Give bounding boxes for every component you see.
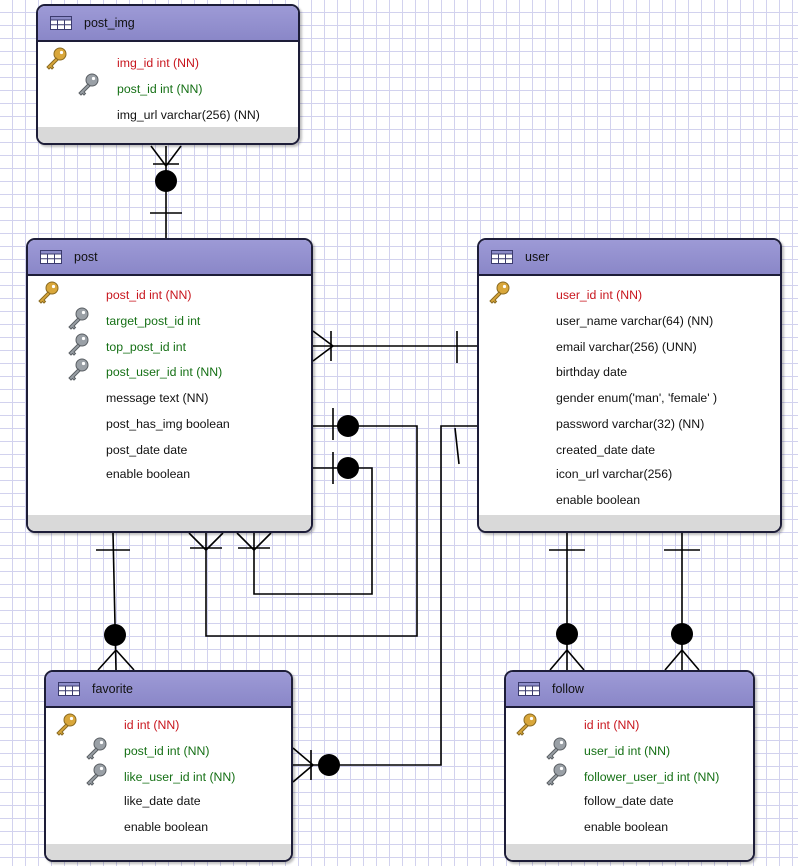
column-user-id[interactable]: user_id int (NN) [556, 288, 643, 302]
gray-key-icon [546, 737, 567, 760]
rel-post-favorite-crowfoot-right [115, 649, 135, 671]
rel-post-top-dot [337, 457, 359, 479]
table-footer [28, 515, 311, 531]
column-email[interactable]: email varchar(256) (UNN) [556, 340, 697, 354]
rel-user-follow-crowfoot-right [566, 649, 585, 671]
rel-user-favorite-one-bar [454, 427, 460, 465]
rel-user-follower-crowfoot-right [681, 649, 700, 671]
table-title: post_img [84, 16, 135, 30]
column-post-has-img[interactable]: post_has_img boolean [106, 417, 230, 431]
gray-key-icon [68, 307, 89, 330]
rel-user-post-crowfoot-bottom [312, 345, 334, 362]
rel-user-favorite-crowfoot-bottom [292, 764, 314, 783]
gold-key-icon [38, 281, 59, 304]
rel-post-top-crowfoot-left [236, 532, 255, 551]
table-header[interactable]: follow [506, 672, 753, 708]
column-post-id[interactable]: post_id int (NN) [124, 744, 210, 758]
table-follow[interactable]: follow id int (NN) user_id int (NN) foll… [504, 670, 755, 862]
rel-user-follower-dot [671, 623, 693, 645]
table-post[interactable]: post post_id int (NN) target_post_id int… [26, 238, 313, 533]
table-title: user [525, 250, 550, 264]
gray-key-icon [86, 737, 107, 760]
column-gender[interactable]: gender enum('man', 'female' ) [556, 391, 718, 405]
gray-key-icon [78, 73, 99, 96]
column-id[interactable]: id int (NN) [584, 718, 640, 732]
column-post-date[interactable]: post_date date [106, 443, 188, 457]
column-birthday[interactable]: birthday date [556, 365, 628, 379]
table-header[interactable]: post [28, 240, 311, 276]
column-icon-url[interactable]: icon_url varchar(256) [556, 467, 673, 481]
gray-key-icon [68, 358, 89, 381]
column-post-id[interactable]: post_id int (NN) [117, 82, 203, 96]
column-enable[interactable]: enable boolean [584, 820, 669, 834]
table-title: post [74, 250, 98, 264]
column-post-id[interactable]: post_id int (NN) [106, 288, 192, 302]
column-enable[interactable]: enable boolean [124, 820, 209, 834]
table-icon [40, 250, 62, 264]
column-like-date[interactable]: like_date date [124, 794, 201, 808]
gold-key-icon [489, 281, 510, 304]
rel-post-target-dot [337, 415, 359, 437]
column-follow-date[interactable]: follow_date date [584, 794, 674, 808]
column-user-id[interactable]: user_id int (NN) [584, 744, 671, 758]
gray-key-icon [86, 763, 107, 786]
table-icon [518, 682, 540, 696]
table-header[interactable]: favorite [46, 672, 291, 708]
table-footer [38, 127, 298, 143]
table-header[interactable]: user [479, 240, 780, 276]
column-password[interactable]: password varchar(32) (NN) [556, 417, 705, 431]
column-like-user-id[interactable]: like_user_id int (NN) [124, 770, 236, 784]
rel-user-favorite-crowfoot-top [292, 747, 314, 766]
column-post-user-id[interactable]: post_user_id int (NN) [106, 365, 223, 379]
rel-user-favorite-line [293, 425, 477, 766]
gray-key-icon [546, 763, 567, 786]
rel-post-favorite-dot [104, 624, 126, 646]
table-footer [479, 515, 780, 531]
rel-user-follower-crowfoot-left [664, 649, 683, 671]
column-user-name[interactable]: user_name varchar(64) (NN) [556, 314, 714, 328]
gold-key-icon [46, 47, 67, 70]
column-message[interactable]: message text (NN) [106, 391, 209, 405]
table-title: follow [552, 682, 584, 696]
table-footer [506, 844, 753, 860]
table-title: favorite [92, 682, 133, 696]
table-user[interactable]: user user_id int (NN) user_name varchar(… [477, 238, 782, 533]
rel-user-follow-crowfoot-left [549, 649, 568, 671]
table-icon [58, 682, 80, 696]
rel-post-img-crowfoot-left [150, 145, 167, 167]
table-icon [491, 250, 513, 264]
column-top-post-id[interactable]: top_post_id int [106, 340, 186, 354]
rel-post-img-crowfoot-right [165, 145, 182, 167]
gold-key-icon [516, 713, 537, 736]
rel-post-target-self-line [205, 425, 418, 637]
gray-key-icon [68, 333, 89, 356]
rel-post-top-crowfoot-right [253, 532, 272, 551]
rel-post-target-crowfoot-left [188, 532, 207, 551]
rel-post-favorite-crowfoot-left [97, 649, 117, 671]
rel-user-favorite-dot [318, 754, 340, 776]
rel-post-img-dot [155, 170, 177, 192]
table-header[interactable]: post_img [38, 6, 298, 42]
table-footer [46, 844, 291, 860]
table-post-img[interactable]: post_img img_id int (NN) post_id int (NN… [36, 4, 300, 145]
column-created-date[interactable]: created_date date [556, 443, 656, 457]
column-target-post-id[interactable]: target_post_id int [106, 314, 201, 328]
rel-post-target-crowfoot-right [205, 532, 224, 551]
column-follower-user-id[interactable]: follower_user_id int (NN) [584, 770, 720, 784]
table-icon [50, 16, 72, 30]
column-enable[interactable]: enable boolean [106, 467, 191, 481]
rel-user-post-crowfoot-top [312, 330, 334, 347]
rel-user-follow-dot [556, 623, 578, 645]
rel-post-favorite-line [112, 532, 117, 671]
column-img-id[interactable]: img_id int (NN) [117, 56, 199, 70]
column-enable[interactable]: enable boolean [556, 493, 641, 507]
column-id[interactable]: id int (NN) [124, 718, 180, 732]
table-favorite[interactable]: favorite id int (NN) post_id int (NN) li… [44, 670, 293, 862]
gold-key-icon [56, 713, 77, 736]
column-img-url[interactable]: img_url varchar(256) (NN) [117, 108, 260, 122]
